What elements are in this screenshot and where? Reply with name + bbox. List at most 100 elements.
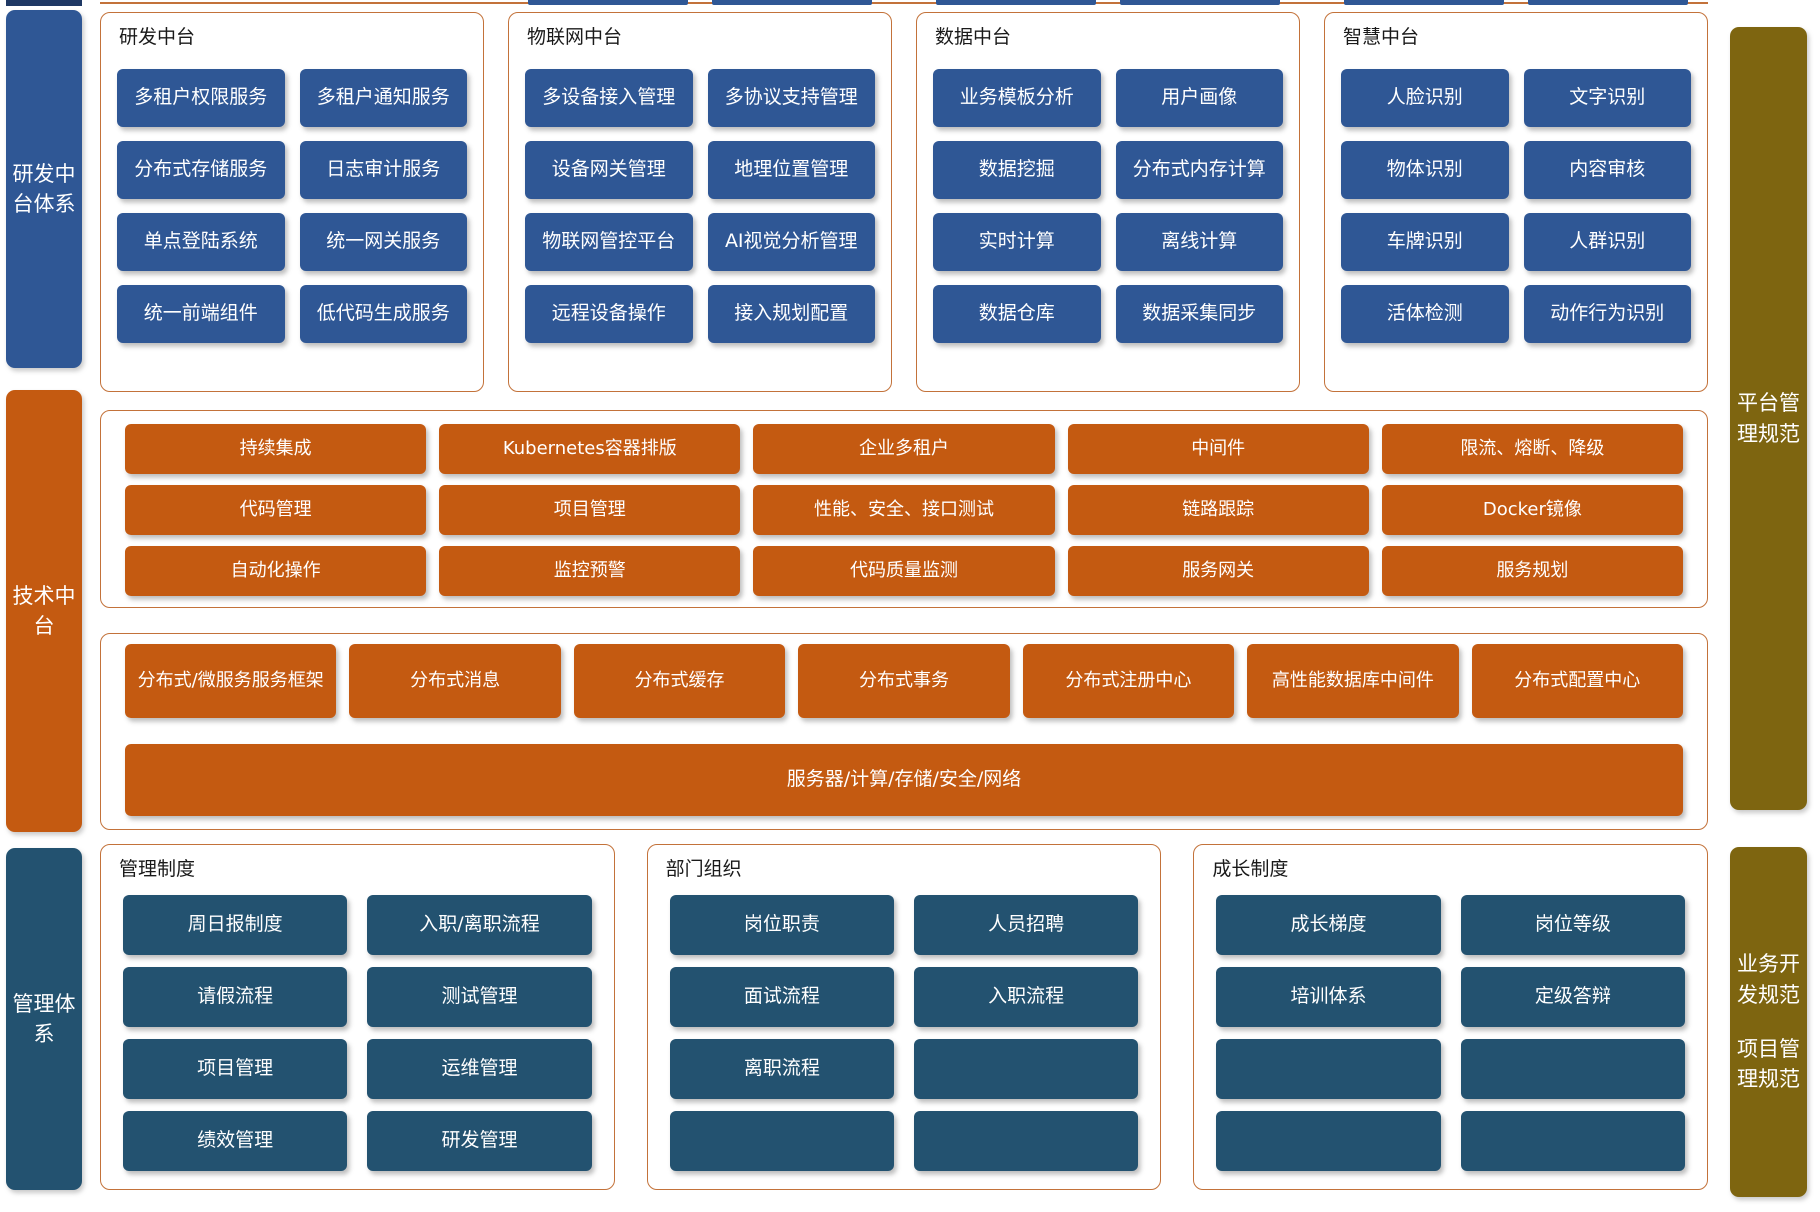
item-button: 代码管理 bbox=[125, 485, 427, 535]
item-button: 运维管理 bbox=[367, 1038, 592, 1099]
item-button: 数据挖掘 bbox=[933, 140, 1101, 199]
group-title: 成长制度 bbox=[1212, 858, 1289, 880]
item-button: 低代码生成服务 bbox=[299, 284, 467, 343]
item-button: 分布式内存计算 bbox=[1115, 140, 1283, 199]
item-button: 远程设备操作 bbox=[525, 284, 693, 343]
item-button: 成长梯度 bbox=[1216, 894, 1441, 955]
sidebar-label: 平台管理规范 bbox=[1737, 391, 1800, 446]
item-button: 企业多租户 bbox=[753, 424, 1055, 474]
item-button bbox=[1460, 1038, 1686, 1099]
sidebar-platform-mgmt-spec: 平台管理规范 bbox=[1730, 27, 1807, 810]
cropped-border-artifact bbox=[100, 2, 1708, 4]
item-button: 项目管理 bbox=[123, 1038, 348, 1099]
group-grid: 多设备接入管理 多协议支持管理 设备网关管理 地理位置管理 物联网管控平台 AI… bbox=[509, 49, 891, 343]
group-grid: 人脸识别 文字识别 物体识别 内容审核 车牌识别 人群识别 活体检测 动作行为识… bbox=[1325, 49, 1707, 343]
cropped-shape-artifact bbox=[6, 0, 82, 6]
item-button: 接入规划配置 bbox=[707, 284, 875, 343]
item-button: 多协议支持管理 bbox=[707, 68, 875, 127]
group-growth-rules: 成长制度 成长梯度 岗位等级 培训体系 定级答辩 bbox=[1193, 844, 1709, 1190]
item-button: 面试流程 bbox=[669, 966, 894, 1027]
group-data-platform: 数据中台 业务模板分析 用户画像 数据挖掘 分布式内存计算 实时计算 离线计算 … bbox=[916, 12, 1300, 392]
sidebar-label: 项目管理规范 bbox=[1737, 1037, 1800, 1092]
item-button: 项目管理 bbox=[439, 485, 741, 535]
item-button: 分布式/微服务服务框架 bbox=[125, 644, 337, 718]
item-button bbox=[669, 1110, 894, 1171]
item-button: 岗位职责 bbox=[669, 894, 894, 955]
group-grid: 业务模板分析 用户画像 数据挖掘 分布式内存计算 实时计算 离线计算 数据仓库 … bbox=[917, 49, 1299, 343]
item-button: 统一前端组件 bbox=[117, 284, 285, 343]
item-button: 绩效管理 bbox=[123, 1110, 348, 1171]
item-button: 人脸识别 bbox=[1341, 68, 1509, 127]
item-button: 链路跟踪 bbox=[1067, 485, 1369, 535]
group-grid: 成长梯度 岗位等级 培训体系 定级答辩 bbox=[1194, 881, 1707, 1171]
group-title: 部门组织 bbox=[665, 858, 742, 880]
cropped-shape-artifact bbox=[712, 0, 872, 5]
item-button: 实时计算 bbox=[933, 212, 1101, 271]
item-button: 高性能数据库中间件 bbox=[1247, 644, 1459, 718]
tech-tools-section: 持续集成 Kubernetes容器排版 企业多租户 中间件 限流、熔断、降级 代… bbox=[100, 410, 1708, 608]
tech-tools-grid: 持续集成 Kubernetes容器排版 企业多租户 中间件 限流、熔断、降级 代… bbox=[101, 411, 1707, 596]
cropped-shape-artifact bbox=[1344, 0, 1504, 5]
item-button: 性能、安全、接口测试 bbox=[753, 485, 1055, 535]
sidebar-label: 技术中台 bbox=[12, 583, 76, 638]
item-button: 物联网管控平台 bbox=[525, 212, 693, 271]
item-button: 动作行为识别 bbox=[1523, 284, 1691, 343]
item-button: 统一网关服务 bbox=[299, 212, 467, 271]
group-title: 研发中台 bbox=[119, 26, 196, 48]
item-button: 岗位等级 bbox=[1460, 894, 1686, 955]
group-grid: 岗位职责 人员招聘 面试流程 入职流程 离职流程 bbox=[648, 881, 1161, 1171]
sidebar-label: 管理体系 bbox=[12, 991, 76, 1046]
item-button: 分布式注册中心 bbox=[1022, 644, 1235, 718]
item-button: 数据采集同步 bbox=[1115, 284, 1283, 343]
group-title: 数据中台 bbox=[935, 26, 1012, 48]
item-button: 分布式事务 bbox=[798, 644, 1010, 718]
item-button: 物体识别 bbox=[1341, 140, 1509, 199]
item-button: 分布式缓存 bbox=[573, 644, 786, 718]
item-button: 自动化操作 bbox=[125, 546, 427, 596]
infra-base-bar: 服务器/计算/存储/安全/网络 bbox=[125, 744, 1683, 816]
sidebar-tech-platform: 技术中台 bbox=[6, 390, 82, 832]
item-button: 入职/离职流程 bbox=[367, 894, 592, 955]
group-rd-platform: 研发中台 多租户权限服务 多租户通知服务 分布式存储服务 日志审计服务 单点登陆… bbox=[100, 12, 484, 392]
item-button: 人员招聘 bbox=[914, 894, 1139, 955]
item-button: 测试管理 bbox=[367, 966, 592, 1027]
item-button: 研发管理 bbox=[367, 1110, 592, 1171]
item-button: 离职流程 bbox=[669, 1038, 894, 1099]
item-button: 培训体系 bbox=[1216, 966, 1441, 1027]
item-button: 设备网关管理 bbox=[525, 140, 693, 199]
item-button: Docker镜像 bbox=[1381, 485, 1683, 535]
item-button bbox=[914, 1038, 1139, 1099]
item-button: 分布式消息 bbox=[349, 644, 561, 718]
group-mgmt-rules: 管理制度 周日报制度 入职/离职流程 请假流程 测试管理 项目管理 运维管理 绩… bbox=[100, 844, 615, 1190]
sidebar-label: 业务开发规范 bbox=[1737, 952, 1800, 1007]
item-button: 数据仓库 bbox=[933, 284, 1101, 343]
sidebar-label: 研发中台体系 bbox=[12, 161, 76, 216]
item-button: 服务规划 bbox=[1381, 546, 1683, 596]
item-button: 地理位置管理 bbox=[707, 140, 875, 199]
item-button bbox=[1216, 1038, 1441, 1099]
item-button: 持续集成 bbox=[125, 424, 427, 474]
item-button: 用户画像 bbox=[1115, 68, 1283, 127]
item-button: 车牌识别 bbox=[1341, 212, 1509, 271]
group-ai-platform: 智慧中台 人脸识别 文字识别 物体识别 内容审核 车牌识别 人群识别 活体检测 … bbox=[1324, 12, 1708, 392]
item-button: 人群识别 bbox=[1523, 212, 1691, 271]
group-dept-org: 部门组织 岗位职责 人员招聘 面试流程 入职流程 离职流程 bbox=[646, 844, 1162, 1190]
item-button: AI视觉分析管理 bbox=[707, 212, 875, 271]
item-button: 多设备接入管理 bbox=[525, 68, 693, 127]
group-title: 智慧中台 bbox=[1343, 26, 1420, 48]
item-button: 内容审核 bbox=[1523, 140, 1691, 199]
item-button bbox=[1460, 1110, 1686, 1171]
item-button: Kubernetes容器排版 bbox=[439, 424, 741, 474]
item-button: 分布式配置中心 bbox=[1471, 644, 1683, 718]
cropped-shape-artifact bbox=[936, 0, 1096, 5]
item-button: 周日报制度 bbox=[123, 894, 348, 955]
item-button bbox=[1216, 1110, 1441, 1171]
item-button: 业务模板分析 bbox=[933, 68, 1101, 127]
cropped-shape-artifact bbox=[1528, 0, 1688, 5]
item-button: 代码质量监测 bbox=[753, 546, 1055, 596]
group-grid: 多租户权限服务 多租户通知服务 分布式存储服务 日志审计服务 单点登陆系统 统一… bbox=[101, 49, 483, 343]
item-button: 监控预警 bbox=[439, 546, 741, 596]
sidebar-management-system: 管理体系 bbox=[6, 848, 82, 1190]
item-button: 日志审计服务 bbox=[299, 140, 467, 199]
item-button: 文字识别 bbox=[1523, 68, 1691, 127]
